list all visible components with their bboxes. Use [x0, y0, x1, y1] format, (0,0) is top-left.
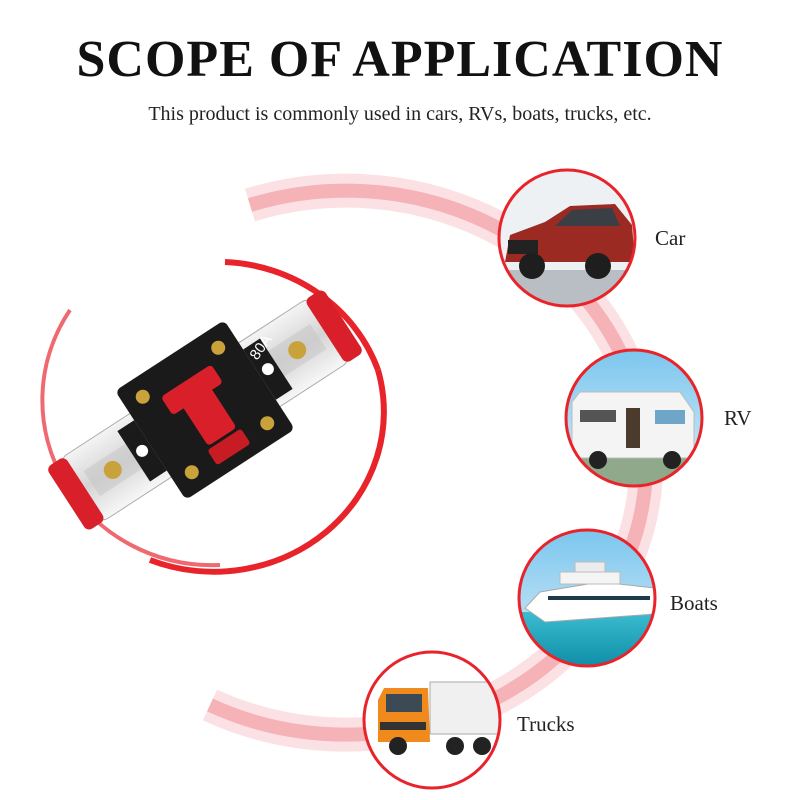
truck-thumbnail [362, 650, 502, 790]
car-thumbnail [497, 168, 637, 308]
label-boats: Boats [670, 591, 718, 615]
page-subtitle: This product is commonly used in cars, R… [148, 103, 652, 125]
rv-thumbnail [564, 348, 704, 488]
label-car: Car [655, 226, 686, 250]
page-title: SCOPE OF APPLICATION [76, 31, 724, 88]
label-trucks: Trucks [517, 712, 575, 736]
label-rv: RV [724, 406, 752, 430]
circuit-breaker-icon [48, 290, 362, 530]
yacht-thumbnail [517, 528, 657, 668]
